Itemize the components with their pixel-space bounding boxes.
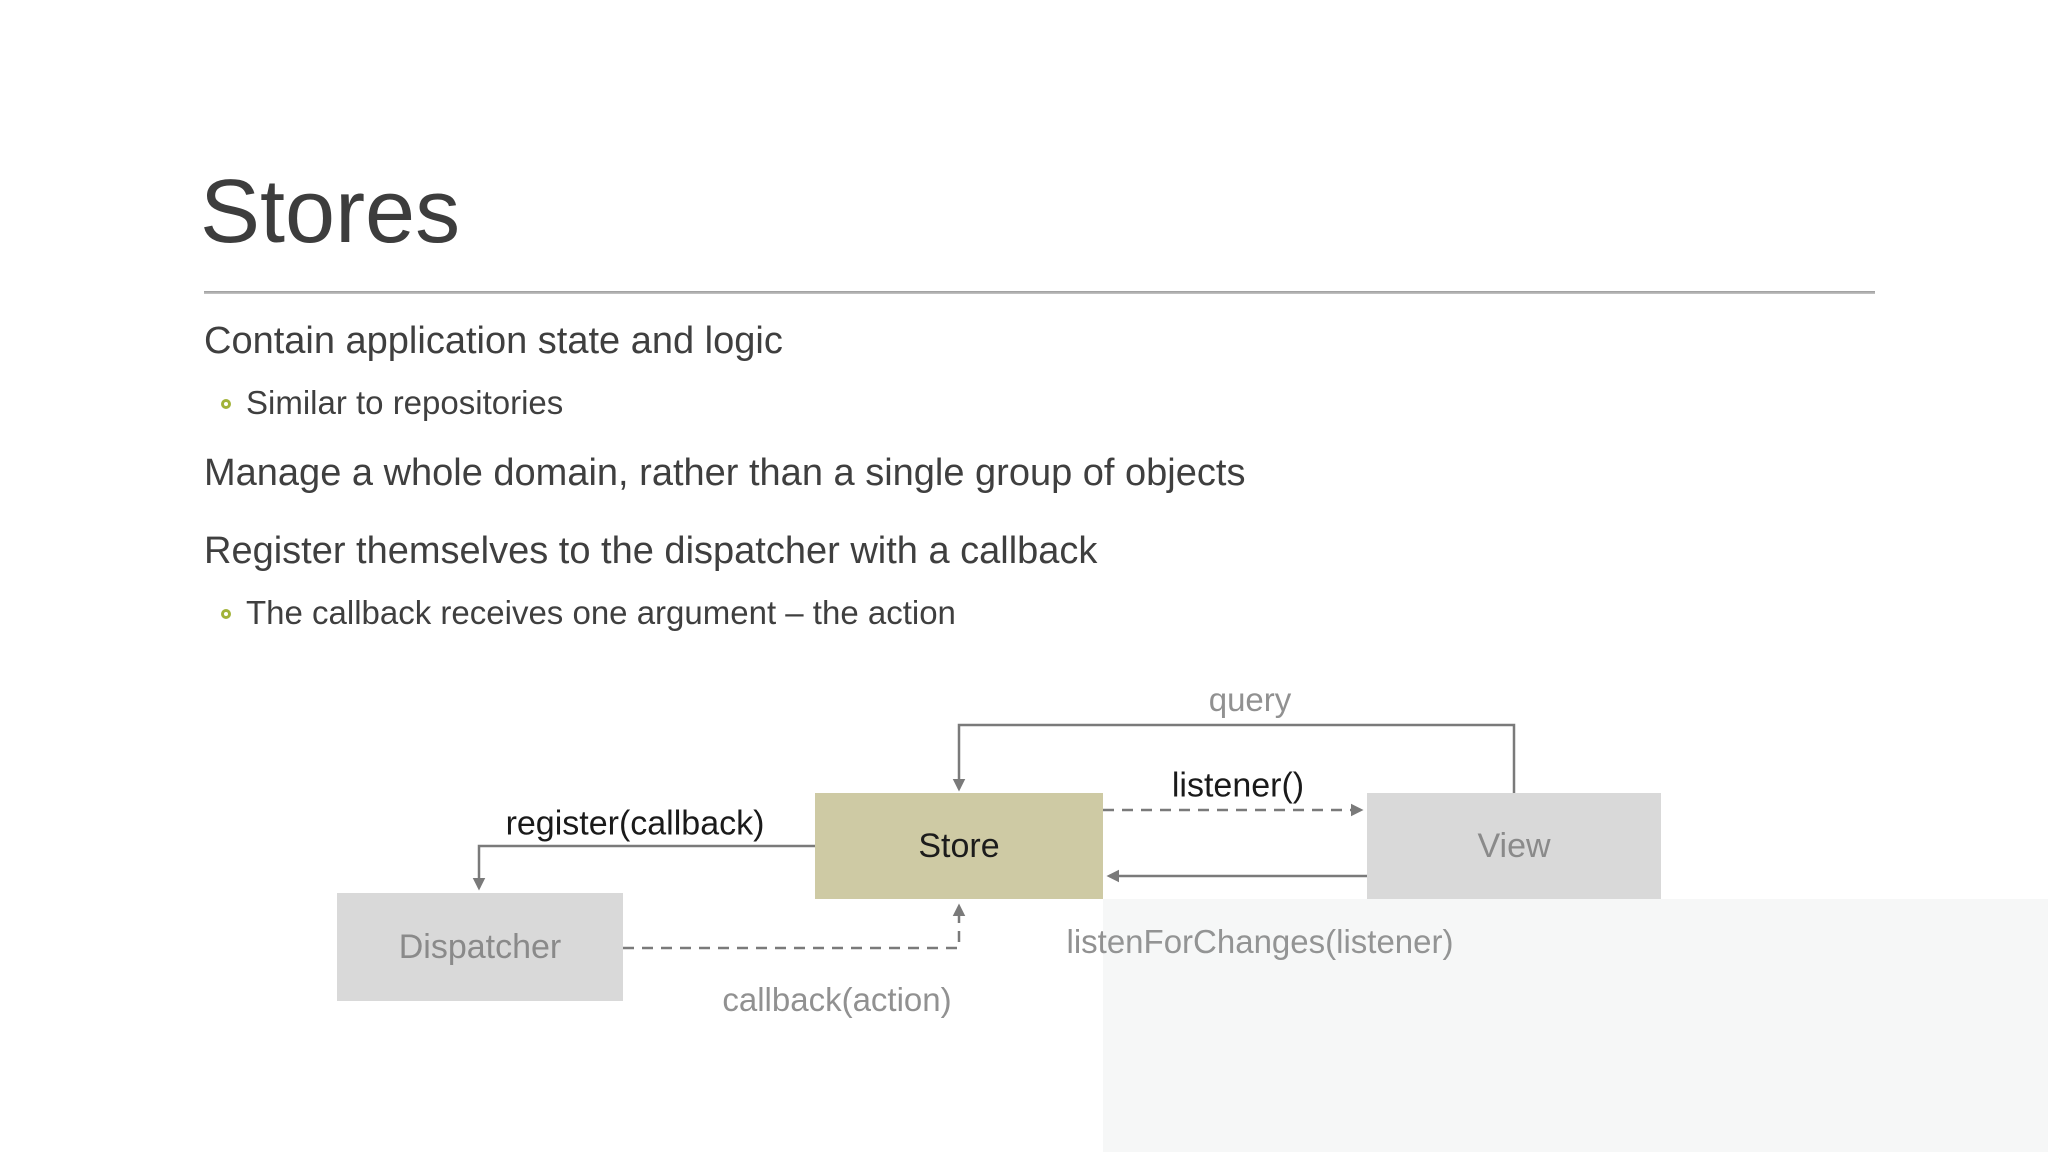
- sub-bullet-similar-repositories: Similar to repositories: [221, 384, 563, 422]
- bullet-manage-domain: Manage a whole domain, rather than a sin…: [204, 452, 1246, 494]
- edge-label-query: query: [1208, 681, 1292, 718]
- callback-connector-arrow: [623, 903, 966, 950]
- sub-bullet-label: Similar to repositories: [246, 384, 564, 421]
- store-node-label: Store: [918, 826, 1000, 865]
- edge-label-register: register(callback): [505, 804, 765, 843]
- edge-label-listen-for-changes: listenForChanges(listener): [1066, 923, 1454, 960]
- dispatcher-node-box: Dispatcher: [337, 893, 623, 1001]
- sub-bullet-callback-argument: The callback receives one argument – the…: [221, 594, 956, 632]
- query-connector-arrow: [952, 723, 1516, 793]
- sub-bullet-label: The callback receives one argument – the…: [246, 594, 956, 631]
- circle-bullet-icon: [221, 399, 231, 409]
- bullet-register-dispatcher: Register themselves to the dispatcher wi…: [204, 530, 1098, 572]
- bullet-contain-state: Contain application state and logic: [204, 320, 783, 362]
- edge-label-listener: listener(): [1171, 766, 1305, 805]
- store-node-box: Store: [815, 793, 1103, 899]
- circle-bullet-icon: [221, 609, 231, 619]
- view-node-label: View: [1477, 826, 1551, 865]
- register-connector-arrow: [472, 844, 815, 891]
- slide-title: Stores: [200, 162, 461, 262]
- view-node-box: View: [1367, 793, 1661, 899]
- edge-label-callback: callback(action): [722, 981, 952, 1018]
- dispatcher-node-label: Dispatcher: [398, 927, 562, 966]
- title-divider: [204, 291, 1875, 294]
